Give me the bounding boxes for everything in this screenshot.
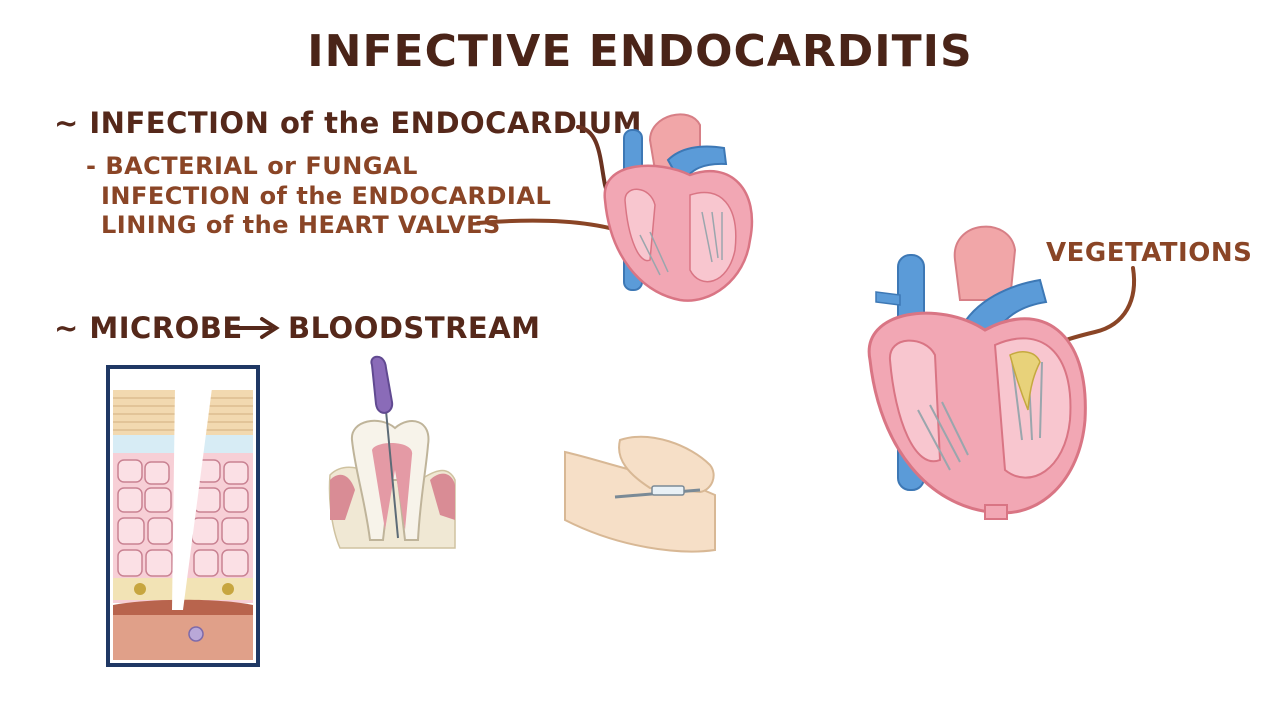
sub-line-1: - BACTERIAL or FUNGAL xyxy=(86,152,418,180)
iv-injection-illustration xyxy=(564,435,716,553)
bullet-microbe: ~ MICROBE xyxy=(54,311,243,345)
heart-large-illustration xyxy=(867,225,1087,520)
arrow-right-icon xyxy=(230,317,280,339)
vegetations-label: VEGETATIONS xyxy=(1046,238,1253,268)
sub-line-3: LINING of the HEART VALVES xyxy=(101,211,501,239)
heart-small-illustration xyxy=(603,113,754,302)
skin-wound-illustration xyxy=(106,365,260,667)
bullet-infection-endocardium: ~ INFECTION of the ENDOCARDIUM xyxy=(54,106,642,140)
bullet-bloodstream: BLOODSTREAM xyxy=(288,311,541,345)
sub-line-2: INFECTION of the ENDOCARDIAL xyxy=(101,182,552,210)
dental-root-canal-illustration xyxy=(328,355,456,549)
page-title: INFECTIVE ENDOCARDITIS xyxy=(307,26,973,77)
